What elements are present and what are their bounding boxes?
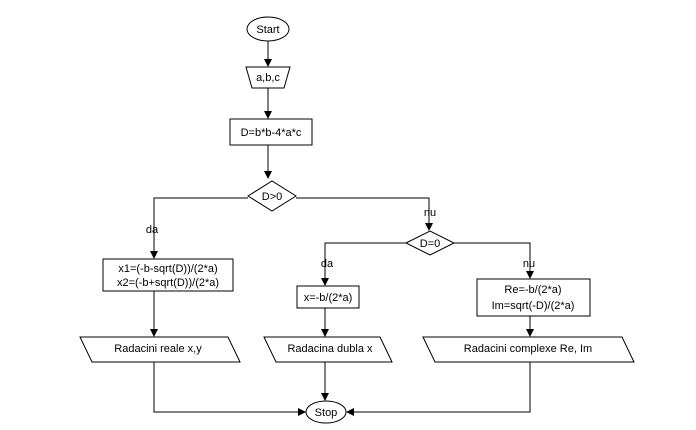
output-real-label: Radacini reale x,y — [114, 343, 202, 355]
edge-output-real-stop — [153, 362, 306, 413]
input-label: a,b,c — [256, 72, 280, 84]
decision-d-gt-0-label: D>0 — [262, 191, 283, 203]
arrowhead-stop-bottom — [321, 393, 329, 401]
edge-label-d-gt-0-no: nu — [424, 207, 436, 219]
double-root-formula-node: x=-b/(2*a) — [296, 285, 360, 309]
double-root-formula: x=-b/(2*a) — [304, 292, 353, 304]
arrowhead-output-real — [150, 329, 158, 337]
output-double-label: Radacina dubla x — [287, 343, 373, 355]
decision-d-eq-0-label: D=0 — [420, 238, 441, 250]
input-node: a,b,c — [245, 66, 291, 89]
edge-label-d-eq-0-no: nu — [523, 258, 535, 270]
arrowhead-decision2 — [425, 223, 433, 231]
start-node: Start — [246, 16, 290, 42]
arrowheads — [150, 59, 534, 416]
output-real-node: Radacini reale x,y — [79, 336, 241, 363]
edge-output-complex-stop — [346, 362, 531, 413]
complex-roots-formula-node: Re=-b/(2*a) Im=sqrt(-D)/(2*a) — [476, 278, 591, 317]
edge-label-d-eq-0-yes: da — [321, 258, 334, 270]
real-roots-formula-1: x1=(-b-sqrt(D))/(2*a) — [118, 263, 217, 275]
compute-d-label: D=b*b-4*a*c — [241, 127, 302, 139]
edge-label-d-gt-0-yes: da — [146, 224, 159, 236]
connectors — [153, 41, 531, 413]
arrowhead-complex-formula — [526, 271, 534, 279]
edge-decision2-yes — [324, 242, 408, 285]
output-complex-node: Radacini complexe Re, Im — [422, 336, 635, 363]
output-double-node: Radacina dubla x — [263, 336, 393, 363]
decision-d-gt-0-node: D>0 — [247, 180, 297, 212]
output-complex-label: Radacini complexe Re, Im — [464, 343, 592, 355]
arrowhead-compute — [264, 111, 272, 119]
edge-decision1-no — [296, 197, 430, 230]
start-label: Start — [256, 24, 279, 36]
arrowhead-stop-right — [346, 408, 354, 416]
real-roots-formula-2: x2=(-b+sqrt(D))/(2*a) — [117, 277, 219, 289]
arrowhead-stop-left — [298, 408, 306, 416]
arrowhead-output-complex — [526, 329, 534, 337]
compute-d-node: D=b*b-4*a*c — [229, 118, 313, 146]
stop-node: Stop — [305, 400, 347, 424]
edge-decision1-yes — [153, 197, 248, 258]
arrowhead-double-formula — [321, 278, 329, 286]
arrowhead-output-double — [321, 329, 329, 337]
edge-decision2-no — [452, 242, 531, 278]
arrowhead-decision1 — [264, 171, 272, 179]
decision-d-eq-0-node: D=0 — [404, 230, 456, 256]
complex-re-formula: Re=-b/(2*a) — [504, 284, 561, 296]
real-roots-formula-node: x1=(-b-sqrt(D))/(2*a) x2=(-b+sqrt(D))/(2… — [102, 258, 234, 292]
stop-label: Stop — [315, 407, 338, 419]
arrowhead-input — [264, 59, 272, 67]
arrowhead-real-formula — [150, 251, 158, 259]
complex-im-formula: Im=sqrt(-D)/(2*a) — [492, 300, 575, 312]
